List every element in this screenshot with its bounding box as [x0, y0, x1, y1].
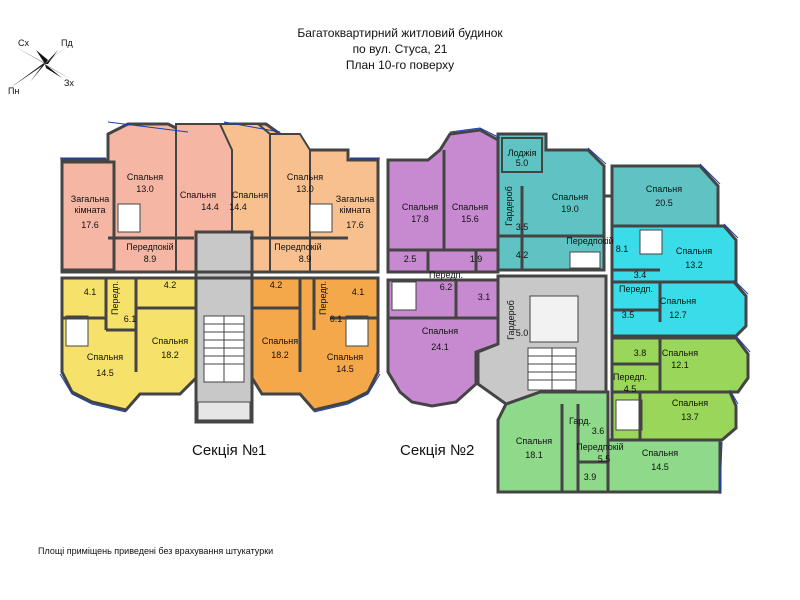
room-label: Спальня [452, 202, 488, 212]
room-area: 4.5 [624, 384, 637, 394]
section-1-label: Секція №1 [192, 442, 267, 459]
room-label: Спальня [662, 348, 698, 358]
room-area: 5.5 [598, 454, 611, 464]
room-area: 3.1 [478, 292, 491, 302]
section-2-label: Секція №2 [400, 442, 475, 459]
room-area: 6.1 [124, 314, 137, 324]
footnote: Площі приміщень приведені без врахування… [38, 546, 274, 556]
room-area: 14.4 [229, 202, 247, 212]
room-label: Спальня [516, 436, 552, 446]
room-label: Загальна [71, 194, 109, 204]
room-area: 3.5 [516, 222, 529, 232]
room-area: 17.8 [411, 214, 429, 224]
compass-south-label: Пд [61, 38, 73, 48]
room-area: 8.9 [299, 254, 312, 264]
room-area: 15.6 [461, 214, 479, 224]
loggia [501, 137, 543, 173]
apartment-1d [250, 276, 380, 412]
plan-title-line3: План 10-го поверху [345, 58, 455, 72]
room-area: 18.1 [525, 450, 543, 460]
room-label: Спальня [327, 352, 363, 362]
compass-north-label: Пн [8, 86, 20, 96]
room-area: 4.1 [352, 287, 365, 297]
room-label: Передпокій [126, 242, 173, 252]
compass-rose-icon [10, 40, 75, 88]
room-label: Лоджія [508, 148, 537, 158]
room-label: Передпокій [576, 442, 623, 452]
room-area: 18.2 [161, 350, 179, 360]
room-label: Спальня [402, 202, 438, 212]
room-label: кімната [340, 205, 371, 215]
apartment-2c [610, 224, 738, 284]
room-label: Спальня [646, 184, 682, 194]
room-area: 13.0 [136, 184, 154, 194]
plan-title-line1: Багатоквартирний житловий будинок [297, 26, 503, 40]
room-label: Спальня [660, 296, 696, 306]
room-area: 13.0 [296, 184, 314, 194]
room-area: 2.5 [404, 254, 417, 264]
room-labels: Загальна кімната 17.6 Спальня 13.0 Спаль… [71, 148, 712, 482]
section-1-plan [60, 122, 380, 424]
plan-title-line2: по вул. Стуса, 21 [352, 42, 448, 56]
room-area: 1.9 [470, 254, 483, 264]
room-area: 3.8 [634, 348, 647, 358]
room-area: 6.2 [440, 282, 453, 292]
room-area: 8.9 [144, 254, 157, 264]
room-area: 4.2 [164, 280, 177, 290]
room-area: 17.6 [346, 220, 364, 230]
room-label: Спальня [87, 352, 123, 362]
room-area: 4.2 [270, 280, 283, 290]
room-area: 17.6 [81, 220, 99, 230]
room-label: Спальня [422, 326, 458, 336]
section-2-plan [386, 128, 750, 494]
room-label: Передп. [619, 284, 653, 294]
room-area: 14.5 [96, 368, 114, 378]
room-label: Гардероб [506, 300, 516, 340]
room-label: Спальня [642, 448, 678, 458]
room-label: Гард. [569, 416, 591, 426]
room-area: 3.9 [584, 472, 597, 482]
room-area: 13.7 [681, 412, 699, 422]
room-label: кімната [75, 205, 106, 215]
room-label: Передп. [318, 281, 328, 315]
room-label: Спальня [262, 336, 298, 346]
room-label: Передпокій [274, 242, 321, 252]
room-area: 8.1 [616, 244, 629, 254]
room-area: 3.6 [592, 426, 605, 436]
room-label: Передп. [429, 270, 463, 280]
compass-west-label: Зх [64, 78, 74, 88]
room-label: Спальня [676, 246, 712, 256]
room-label: Спальня [287, 172, 323, 182]
room-area: 3.5 [622, 310, 635, 320]
room-area: 19.0 [561, 204, 579, 214]
room-area: 20.5 [655, 198, 673, 208]
room-label: Гардероб [504, 186, 514, 226]
room-area: 24.1 [431, 342, 449, 352]
room-label: Спальня [152, 336, 188, 346]
room-area: 6.1 [330, 314, 343, 324]
room-label: Спальня [180, 190, 216, 200]
compass-east-label: Сх [18, 38, 29, 48]
room-area: 3.4 [634, 270, 647, 280]
room-area: 12.7 [669, 310, 687, 320]
room-label: Передп. [110, 281, 120, 315]
room-area: 18.2 [271, 350, 289, 360]
room-label: Спальня [232, 190, 268, 200]
room-label: Передпокій [566, 236, 613, 246]
room-label: Загальна [336, 194, 374, 204]
room-area: 12.1 [671, 360, 689, 370]
room-area: 14.5 [336, 364, 354, 374]
room-area: 5.0 [516, 328, 529, 338]
room-label: Спальня [552, 192, 588, 202]
room-label: Передп. [613, 372, 647, 382]
room-area: 4.1 [84, 287, 97, 297]
room-label: Спальня [127, 172, 163, 182]
room-area: 5.0 [516, 158, 529, 168]
room-area: 4.2 [516, 250, 529, 260]
room-area: 13.2 [685, 260, 703, 270]
room-area: 14.5 [651, 462, 669, 472]
room-area: 14.4 [201, 202, 219, 212]
room-label: Спальня [672, 398, 708, 408]
